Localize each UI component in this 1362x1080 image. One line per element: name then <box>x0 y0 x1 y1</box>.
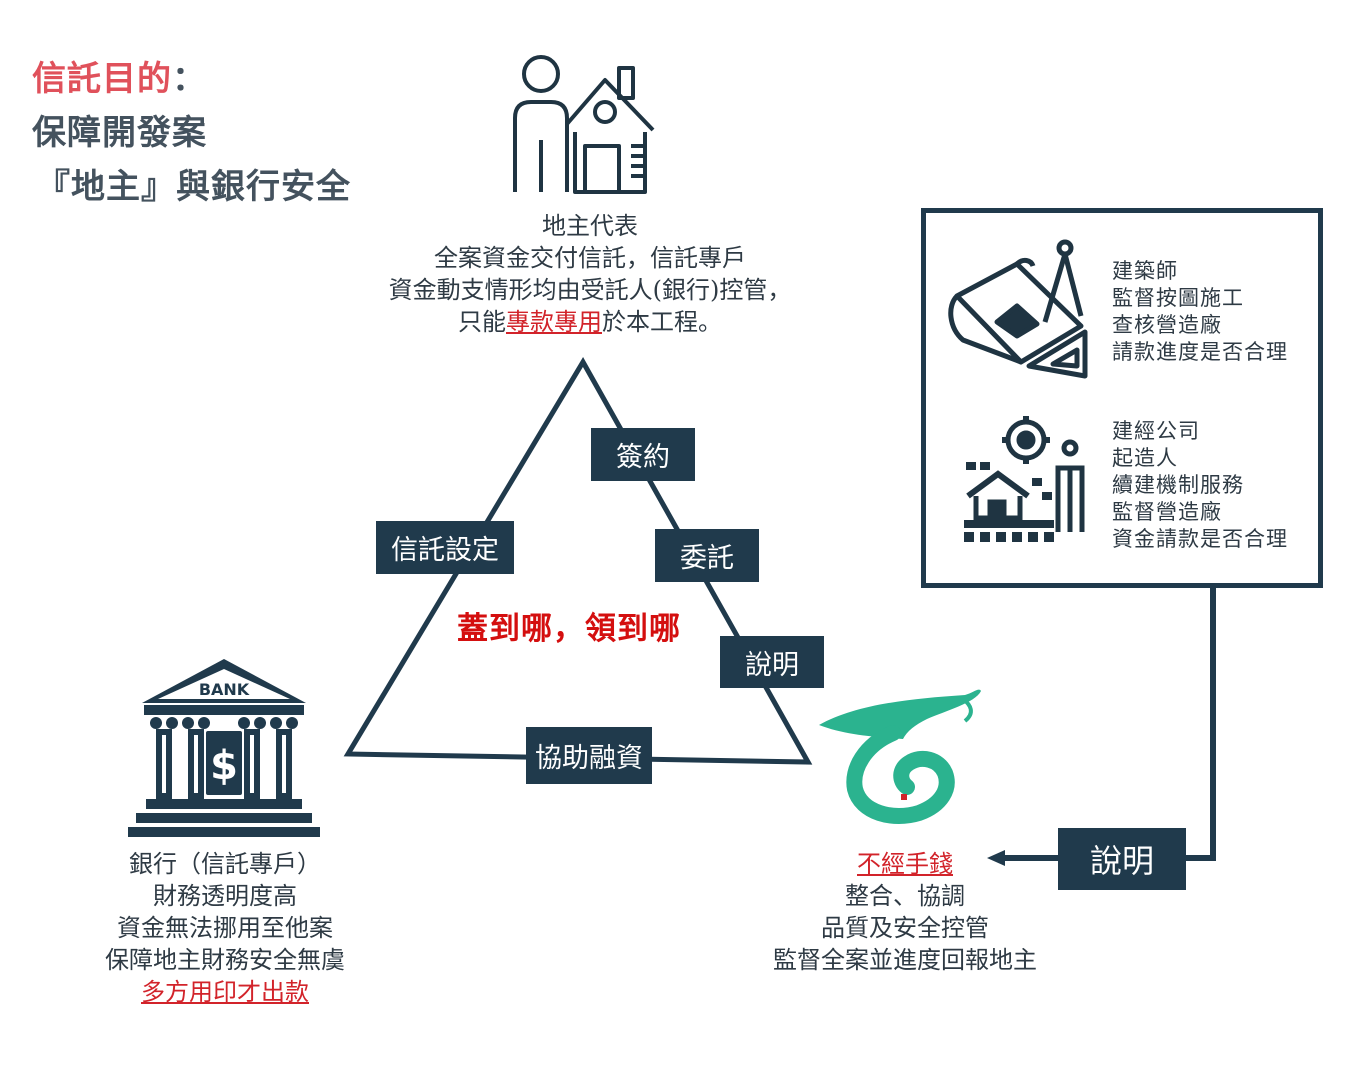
manager-text: 建經公司 起造人 續建機制服務 監督營造廠 資金請款是否合理 <box>1112 418 1288 553</box>
bank-line3: 資金無法挪用至他案 <box>117 914 333 942</box>
manager-line3: 續建機制服務 <box>1112 473 1244 497</box>
landowner-line2: 全案資金交付信託，信託專戶 <box>434 244 746 272</box>
purpose-heading: 信託目的： 保障開發案 『地主』與銀行安全 <box>32 52 351 214</box>
bank-line4: 保障地主財務安全無虞 <box>105 946 345 974</box>
trust-setup-label: 信託設定 <box>376 521 514 574</box>
landowner-line4-suffix: 於本工程。 <box>602 308 722 336</box>
bank-line2: 財務透明度高 <box>153 882 297 910</box>
bank-icon: BANK $ <box>128 659 320 837</box>
purpose-colon: ： <box>172 59 207 99</box>
landowner-line4: 只能專款專用於本工程。 <box>330 306 850 338</box>
architect-blueprint-icon <box>948 239 1088 379</box>
bank-description: 銀行（信託專戶） 財務透明度高 資金無法挪用至他案 保障地主財務安全無虞 多方用… <box>60 848 390 1008</box>
dedicated-use-highlight: 專款專用 <box>506 308 602 336</box>
bank-line1: 銀行（信託專戶） <box>129 850 321 878</box>
company-description: 不經手錢 整合、協調 品質及安全控管 監督全案並進度回報地主 <box>740 848 1070 976</box>
landowner-title: 地主代表 <box>542 212 638 240</box>
company-line4: 監督全案並進度回報地主 <box>773 946 1037 974</box>
explain-label-triangle: 說明 <box>720 636 824 688</box>
explain-label-bottom: 說明 <box>1058 828 1186 890</box>
landowner-house-icon <box>513 55 655 194</box>
architect-line4: 請款進度是否合理 <box>1112 340 1288 364</box>
landowner-line4-prefix: 只能 <box>458 308 506 336</box>
purpose-line3: 『地主』與銀行安全 <box>36 167 351 207</box>
manager-line4: 監督營造廠 <box>1112 500 1222 524</box>
landowner-description: 地主代表 全案資金交付信託，信託專戶 資金動支情形均由受託人(銀行)控管， 只能… <box>330 210 850 338</box>
purpose-line2: 保障開發案 <box>32 113 207 153</box>
dollar-icon: $ <box>210 743 238 789</box>
architect-line3: 查核營造廠 <box>1112 313 1222 337</box>
architect-line2: 監督按圖施工 <box>1112 286 1244 310</box>
architect-line1: 建築師 <box>1112 259 1178 283</box>
entrust-label: 委託 <box>655 529 759 582</box>
purpose-title: 信託目的 <box>32 59 172 99</box>
purpose-line1: 信託目的： <box>32 52 351 106</box>
supervision-panel <box>921 208 1323 588</box>
construction-manager-icon <box>964 416 1085 542</box>
manager-line1: 建經公司 <box>1112 419 1200 443</box>
explain-connector-arrow <box>987 586 1216 866</box>
company-line2: 整合、協調 <box>845 882 965 910</box>
bank-line5: 多方用印才出款 <box>141 978 309 1006</box>
company-line3: 品質及安全控管 <box>821 914 989 942</box>
bank-sign-text: BANK <box>199 680 250 699</box>
landowner-line3: 資金動支情形均由受託人(銀行)控管， <box>388 276 792 304</box>
architect-text: 建築師 監督按圖施工 查核營造廠 請款進度是否合理 <box>1112 258 1288 366</box>
company-logo-icon <box>819 689 981 824</box>
manager-line2: 起造人 <box>1112 446 1178 470</box>
sign-contract-label: 簽約 <box>591 428 695 481</box>
slogan: 蓋到哪，領到哪 <box>457 611 681 647</box>
manager-line5: 資金請款是否合理 <box>1112 527 1288 551</box>
financing-label: 協助融資 <box>526 727 652 784</box>
company-line1: 不經手錢 <box>857 850 953 878</box>
